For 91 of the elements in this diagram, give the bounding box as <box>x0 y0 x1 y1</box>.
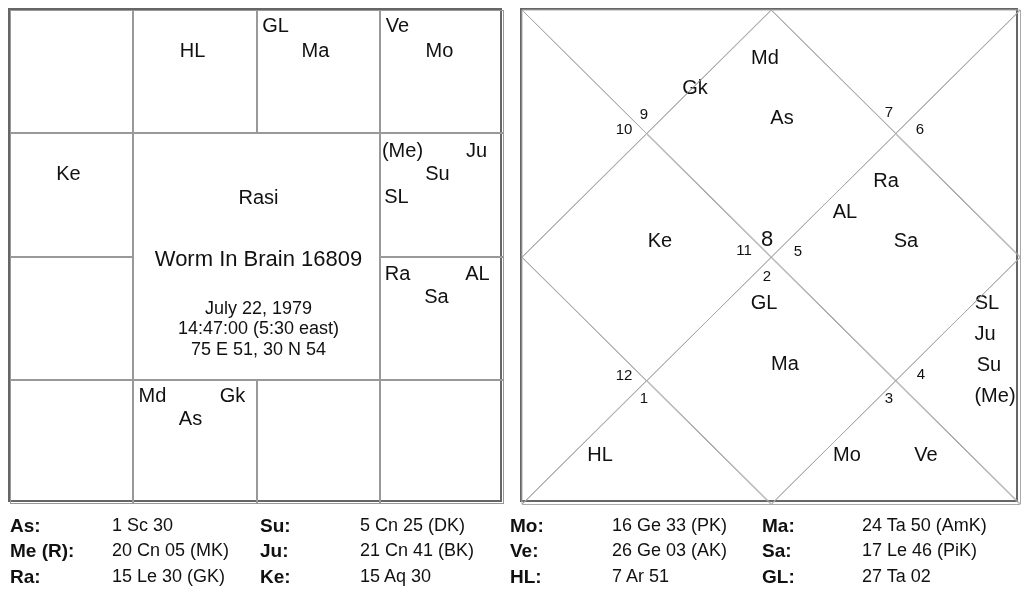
sign-number: 6 <box>915 120 925 138</box>
planet-label: GL <box>750 290 778 314</box>
planet-label: Gk <box>682 75 708 99</box>
planet-label: Ma <box>301 38 330 61</box>
planet-label: Sa <box>424 284 449 307</box>
chart-frame <box>8 8 502 502</box>
planet-name: Ke: <box>260 567 291 586</box>
planet-label: Ra <box>873 168 899 192</box>
planet-label: HL <box>179 38 206 61</box>
planet-label: Ke <box>56 161 81 184</box>
planet-name: Mo: <box>510 516 544 535</box>
planet-label: (Me) <box>381 138 424 161</box>
sign-number: 12 <box>615 366 633 384</box>
house-diamond <box>646 257 896 504</box>
planet-position: 5 Cn 25 (DK) <box>360 516 466 534</box>
planet-position: 15 Aq 30 <box>360 567 432 585</box>
planet-position: 15 Le 30 (GK) <box>112 567 226 585</box>
planet-position: 20 Cn 05 (MK) <box>112 541 230 559</box>
planet-label: Su <box>976 352 1002 376</box>
house-triangle <box>522 10 647 257</box>
planet-name: Ve: <box>510 541 539 560</box>
planet-name: Su: <box>260 516 291 535</box>
sign-number: 2 <box>762 267 772 285</box>
planet-position: 7 Ar 51 <box>612 567 670 585</box>
planet-label: Mo <box>425 38 454 61</box>
planet-label: HL <box>587 442 613 466</box>
sign-number: 9 <box>639 105 649 123</box>
planet-name: Ju: <box>260 541 289 560</box>
planet-name: Sa: <box>762 541 792 560</box>
planet-name: As: <box>10 516 41 535</box>
planet-label: Ju <box>465 138 488 161</box>
sign-number: 11 <box>736 241 752 259</box>
planet-name: Ra: <box>10 567 41 586</box>
planet-name: Ma: <box>762 516 795 535</box>
planet-label: As <box>770 105 794 129</box>
house-cell <box>256 9 380 133</box>
sign-number: 3 <box>884 389 894 407</box>
house-cell <box>9 133 133 257</box>
house-cell <box>133 380 257 504</box>
planet-label: Su <box>425 161 450 184</box>
chart-title: Rasi <box>238 185 279 208</box>
planet-label: Ve <box>385 13 410 36</box>
sign-number: 8 <box>760 226 774 252</box>
sign-number: 10 <box>615 120 633 138</box>
sign-number: 1 <box>639 389 649 407</box>
planet-label: Ma <box>771 351 799 375</box>
planet-label: As <box>178 406 203 429</box>
planet-label: Mo <box>833 442 861 466</box>
birth-details: July 22, 1979 14:47:00 (5:30 east) 75 E 51, 30 N 54 <box>176 297 341 360</box>
planet-position: 1 Sc 30 <box>112 516 174 534</box>
house-triangle <box>895 257 1020 504</box>
house-cell <box>9 9 133 133</box>
planet-label: AL <box>465 261 490 284</box>
house-cell <box>9 380 133 504</box>
house-triangle <box>522 257 647 504</box>
planet-label: Ve <box>914 442 938 466</box>
house-cell <box>133 9 257 133</box>
planet-label: Sa <box>893 228 919 252</box>
planet-position: 27 Ta 02 <box>862 567 931 585</box>
planet-label: SL <box>384 184 409 207</box>
house-triangle <box>522 380 771 504</box>
planet-label: Gk <box>219 383 246 406</box>
house-cell <box>380 256 504 380</box>
planet-position: 17 Le 46 (PiK) <box>862 541 978 559</box>
sign-number: 7 <box>884 103 894 121</box>
planet-position: 24 Ta 50 (AmK) <box>862 516 987 534</box>
sign-number: 4 <box>916 365 926 383</box>
planet-label: Ke <box>647 228 673 252</box>
house-cell <box>380 380 504 504</box>
house-cell <box>380 9 504 133</box>
sign-number: 5 <box>793 242 803 260</box>
planet-position: 26 Ge 03 (AK) <box>612 541 728 559</box>
planet-position: 16 Ge 33 (PK) <box>612 516 728 534</box>
planet-label: Ju <box>974 321 996 345</box>
chart-frame <box>520 8 1018 502</box>
planet-position: 21 Cn 41 (BK) <box>360 541 475 559</box>
house-cell <box>9 256 133 380</box>
chart-center-panel <box>133 133 380 380</box>
planet-label: SL <box>974 290 1000 314</box>
planet-label: Md <box>751 45 779 69</box>
chart-name: Worm In Brain 16809 <box>154 245 363 272</box>
planet-label: Md <box>138 383 167 406</box>
house-cell <box>256 380 380 504</box>
planet-name: HL: <box>510 567 542 586</box>
house-cell <box>380 133 504 257</box>
planet-name: Me (R): <box>10 541 75 560</box>
planet-label: Ra <box>384 261 411 284</box>
planet-label: GL <box>262 13 289 36</box>
planet-name: GL: <box>762 567 795 586</box>
planet-label: AL <box>832 199 858 223</box>
house-triangle <box>771 380 1020 504</box>
